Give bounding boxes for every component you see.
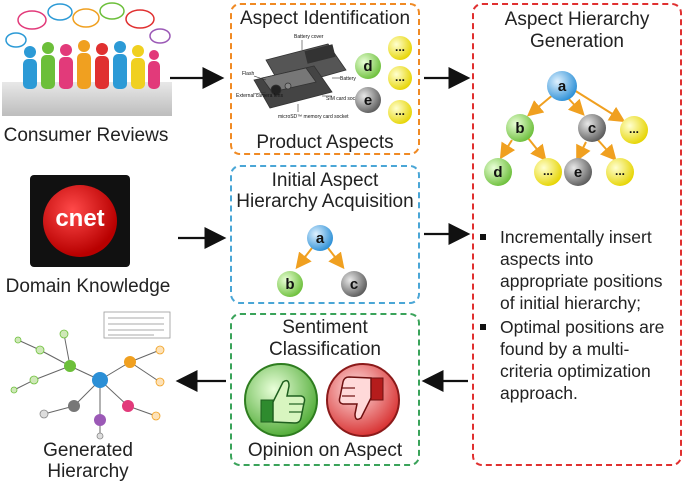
initial-hierarchy-title-line2: Hierarchy Acquisition (236, 191, 414, 212)
phone-label-camera-lens: External camera lens (236, 93, 283, 99)
generated-tree-diagram: a b c ... d ... e ... (484, 71, 648, 186)
sentiment-title-line2: Classification (269, 339, 381, 360)
aspect-node-dots-2: ... (395, 70, 405, 84)
aspect-node-d: d (363, 58, 372, 75)
opinion-on-aspect-caption: Opinion on Aspect (247, 440, 403, 461)
hierarchy-generation-title-line2: Generation (529, 31, 624, 52)
phone-exploded-diagram: Battery cover Flash Battery External cam… (236, 34, 362, 120)
aspect-node-dots-1: ... (395, 40, 405, 54)
phone-label-microsd-socket: microSD™ memory card socket (278, 114, 349, 120)
initial-hierarchy-box (230, 165, 420, 304)
initial-node-c: c (350, 276, 358, 293)
aspect-identification-title: Aspect Identification (239, 8, 411, 29)
product-aspects-caption: Product Aspects (256, 132, 394, 153)
gen-node-dots-3: ... (615, 164, 625, 178)
aspect-node-e: e (364, 92, 372, 109)
initial-node-a: a (316, 230, 325, 247)
phone-label-battery: Battery (340, 76, 356, 82)
sentiment-box (230, 313, 420, 466)
gen-node-e: e (574, 164, 582, 181)
thumbs-down-icon (326, 363, 400, 437)
gen-node-c: c (588, 120, 596, 137)
hierarchy-generation-title-line1: Aspect Hierarchy (504, 9, 650, 30)
initial-hierarchy-tree: a b c (277, 225, 367, 297)
phone-label-battery-cover: Battery cover (294, 34, 324, 40)
aspect-node-dots-3: ... (395, 104, 405, 118)
gen-node-a: a (558, 78, 567, 95)
aspect-identification-box (230, 3, 420, 155)
generation-bullet-list: Incrementally insert aspects into approp… (478, 226, 674, 406)
product-aspect-nodes: ... d ... e ... (355, 36, 412, 124)
consumer-crowd-illustration (2, 2, 172, 116)
initial-node-b: b (285, 276, 294, 293)
initial-hierarchy-title-line1: Initial Aspect (271, 170, 379, 191)
phone-label-flash: Flash (242, 71, 254, 77)
gen-node-dots-2: ... (543, 164, 553, 178)
gen-node-d: d (493, 164, 502, 181)
phone-label-sim-socket: SIM card socket (326, 96, 362, 102)
bullet-incremental-insert: Incrementally insert aspects into approp… (478, 226, 674, 314)
gen-node-dots-1: ... (629, 122, 639, 136)
bullet-optimal-positions: Optimal positions are found by a multi-c… (478, 316, 674, 404)
cnet-logo-circle (43, 185, 117, 257)
hierarchy-generation-box (472, 3, 682, 466)
domain-knowledge-label: Domain Knowledge (5, 276, 171, 297)
cnet-logo: cnet (30, 175, 130, 267)
arrows-layer (170, 67, 471, 392)
gen-node-b: b (515, 120, 524, 137)
cnet-logo-text: cnet (55, 205, 105, 232)
sentiment-title-line1: Sentiment (282, 317, 368, 338)
generated-hierarchy-graph (10, 311, 171, 440)
thumbs-up-icon (244, 363, 318, 437)
consumer-reviews-label: Consumer Reviews (3, 125, 169, 146)
